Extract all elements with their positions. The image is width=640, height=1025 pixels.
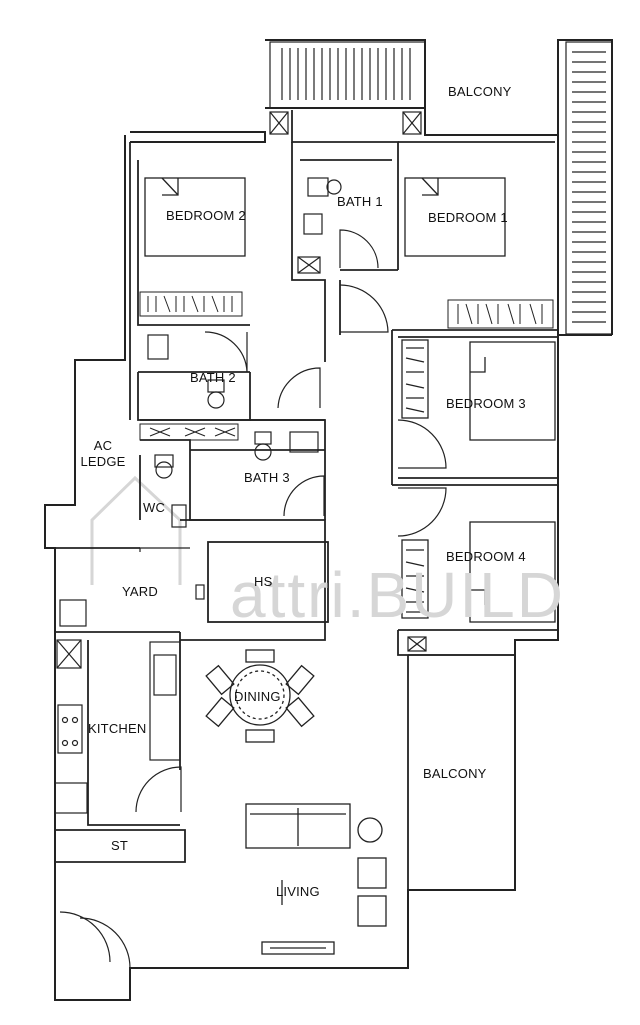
bed-4 (401, 521, 556, 623)
label-st: ST (111, 838, 129, 853)
label-ac-ledge: AC LEDGE (80, 438, 126, 469)
vent-band (139, 423, 239, 441)
label-bedroom-1: BEDROOM 1 (428, 210, 508, 225)
label-balcony-top: BALCONY (448, 84, 512, 99)
bed-1 (404, 177, 506, 257)
label-dining: DINING (234, 689, 281, 704)
label-bath-1: BATH 1 (337, 194, 383, 209)
label-bedroom-4: BEDROOM 4 (446, 549, 526, 564)
balcony-top-railing (269, 41, 426, 109)
label-bedroom-2: BEDROOM 2 (166, 208, 246, 223)
label-bath-2: BATH 2 (190, 370, 236, 385)
label-hs: HS (254, 574, 273, 589)
living-furniture (245, 803, 387, 955)
wardrobe-2 (139, 291, 243, 317)
label-bath-3: BATH 3 (244, 470, 290, 485)
label-living: LIVING (276, 884, 320, 899)
balcony-right-railing (565, 41, 613, 335)
label-bedroom-3: BEDROOM 3 (446, 396, 526, 411)
bed-2 (144, 177, 246, 257)
label-balcony-right: BALCONY (423, 766, 487, 781)
service-shafts (56, 111, 427, 669)
yard-items (59, 547, 205, 627)
interior-walls (55, 110, 559, 890)
label-yard: YARD (122, 584, 158, 599)
watermark: attri.BUILD (230, 559, 565, 631)
bath-fixtures (147, 177, 342, 528)
label-wc: WC (143, 500, 166, 515)
bed-3 (401, 339, 556, 441)
door-swings (59, 229, 447, 969)
dining-set (205, 649, 315, 743)
kitchen-fixtures (54, 641, 181, 814)
wardrobe-1 (447, 299, 554, 329)
label-kitchen: KITCHEN (88, 721, 147, 736)
